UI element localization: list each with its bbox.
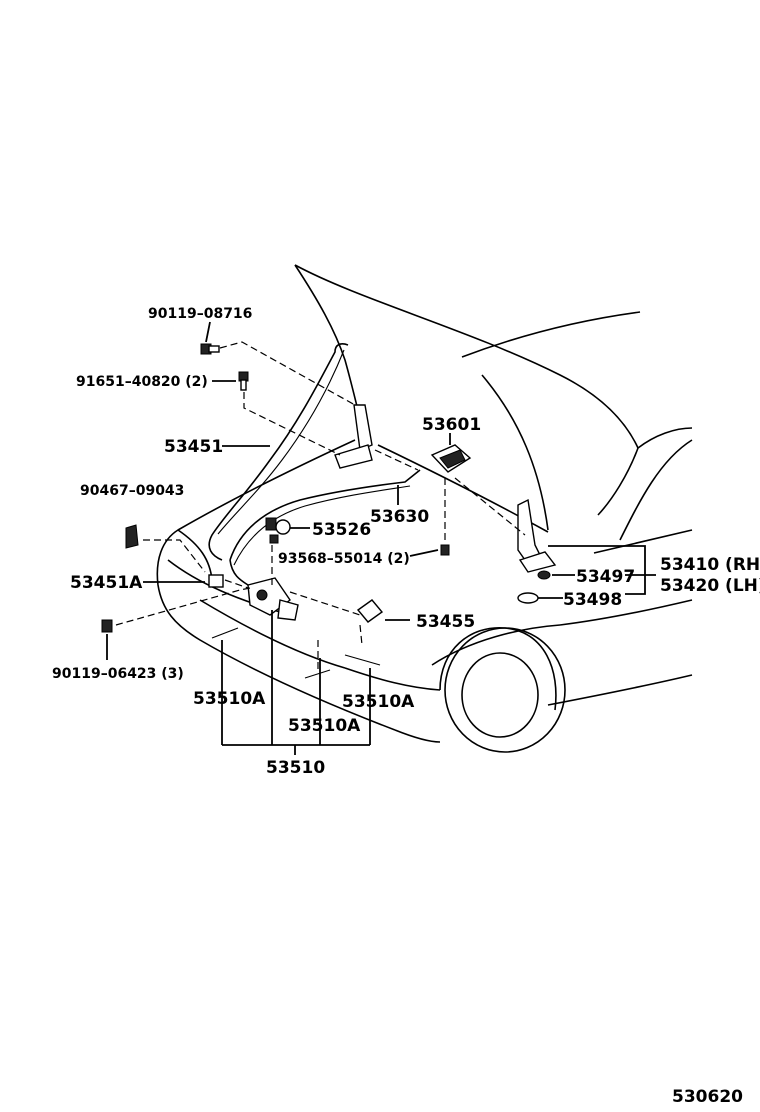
label-53455: 53455	[416, 612, 475, 632]
label-53451: 53451	[164, 437, 223, 457]
label-53510A-right: 53510A	[342, 692, 415, 712]
label-90119-06423: 90119–06423 (3)	[52, 666, 184, 682]
label-90467-09043: 90467–09043	[80, 483, 184, 499]
label-53497: 53497	[576, 567, 635, 587]
label-53510A-mid: 53510A	[288, 716, 361, 736]
part-90119-06423-bolt	[101, 619, 113, 633]
label-53410-rh: 53410 (RH)	[660, 555, 760, 575]
part-53526-cushion	[265, 517, 291, 544]
part-91651-40820-bolt	[238, 371, 249, 391]
label-53451A: 53451A	[70, 573, 143, 593]
label-53510: 53510	[266, 758, 325, 778]
part-53601-hood-lock-control	[430, 444, 472, 473]
label-53420-lh: 53420 (LH)	[660, 576, 760, 596]
dashed-reference-lines	[115, 341, 526, 670]
part-53451A-clamp	[208, 574, 224, 588]
figure-id: 530620	[672, 1087, 743, 1107]
label-53601: 53601	[422, 415, 481, 435]
release-cable	[229, 469, 421, 586]
part-53510A-springs	[211, 627, 381, 679]
label-53498: 53498	[563, 590, 622, 610]
part-93568-55014-screw	[440, 544, 450, 556]
part-labels: 90119–08716 91651–40820 (2) 53451 90467–…	[52, 306, 760, 1107]
car-body-outline	[156, 264, 693, 753]
label-53526: 53526	[312, 520, 371, 540]
part-53497-washer	[537, 570, 551, 580]
label-90119-08716: 90119–08716	[148, 306, 252, 322]
label-53510A-left: 53510A	[193, 689, 266, 709]
part-53455-catch	[356, 599, 384, 623]
part-53498-seal	[517, 592, 539, 604]
label-91651-40820: 91651–40820 (2)	[76, 374, 208, 390]
part-90119-08716-bolt	[200, 343, 220, 355]
part-90467-09043-clip	[125, 524, 139, 549]
label-93568-55014: 93568–55014 (2)	[278, 551, 410, 567]
part-hood-lock-assembly	[247, 577, 299, 621]
leader-lines	[106, 321, 656, 755]
part-53410-hinge	[517, 498, 557, 573]
hood-support-rod	[208, 343, 349, 561]
part-support-bracket	[334, 404, 373, 469]
label-53630: 53630	[370, 507, 429, 527]
